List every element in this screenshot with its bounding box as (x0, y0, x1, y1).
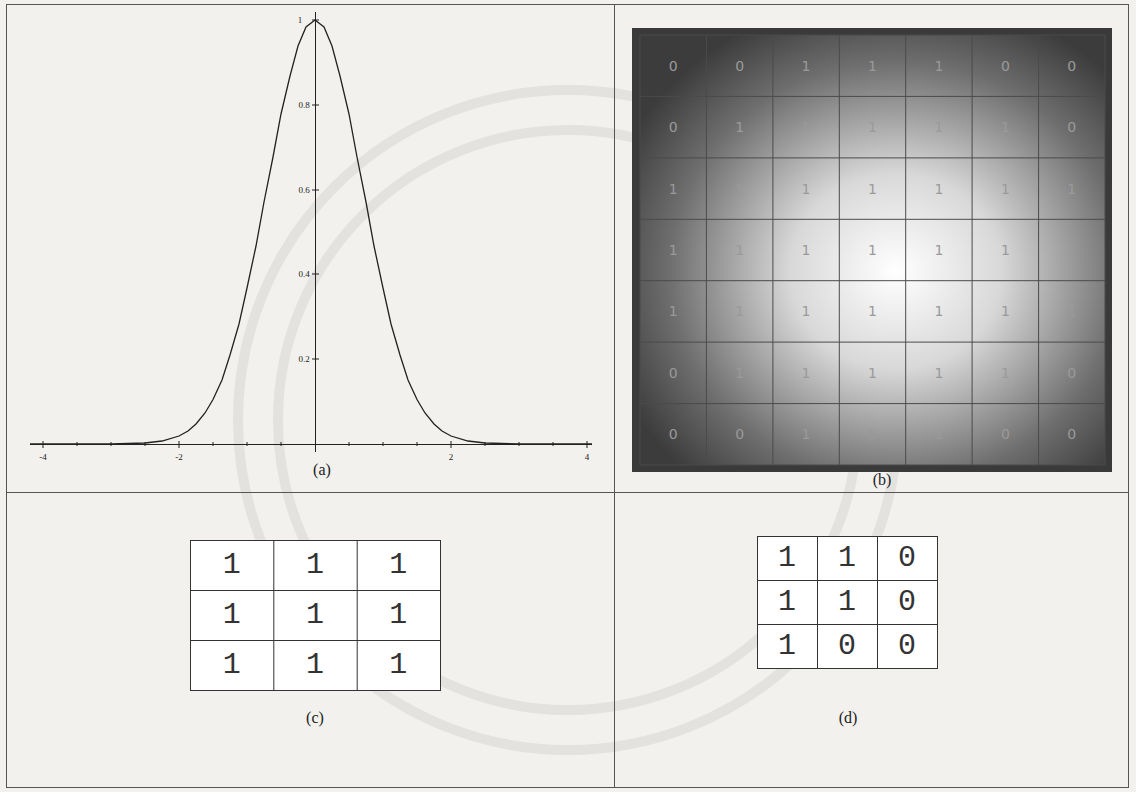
axis-tick-label: -4 (39, 453, 47, 462)
panel-caption: (c) (306, 710, 324, 726)
kernel-cell-value: 0 (838, 631, 856, 661)
grid-cell-value: 1 (802, 427, 811, 441)
kernel-cell-value: 1 (389, 600, 407, 630)
grid-cell-value: 1 (735, 366, 744, 380)
grid-cell-value: 1 (868, 427, 877, 441)
grid-cell-value: 1 (868, 59, 877, 73)
panel-caption: (a) (313, 462, 331, 478)
kernel-cell-value: 0 (898, 587, 916, 617)
grid-cell-value: 1 (669, 182, 678, 196)
kernel-cell-value: 1 (389, 650, 407, 680)
grid-cell-value: 1 (669, 304, 678, 318)
grid-cell-value: 0 (1001, 427, 1010, 441)
grid-cell-value: 0 (669, 427, 678, 441)
axis-tick-label: 0.6 (298, 186, 309, 195)
grid-cell-value: 0 (669, 120, 678, 134)
axis-tick-label: 0.4 (298, 270, 309, 279)
grid-cell-value: 1 (802, 182, 811, 196)
grid-cell-value: 0 (1067, 427, 1076, 441)
grid-cell-value: 1 (1001, 243, 1010, 257)
grid-cell-value: 1 (1001, 366, 1010, 380)
kernel-cell-value: 0 (898, 631, 916, 661)
kernel-cell-value: 1 (838, 543, 856, 573)
grid-cell-value: 0 (669, 366, 678, 380)
grid-cell-value: 1 (1067, 304, 1076, 318)
grid-cell-value: 1 (934, 304, 943, 318)
axis-tick-label: 1 (298, 16, 303, 25)
grid-cell-value: 1 (735, 182, 744, 196)
panel-caption: (b) (873, 472, 892, 488)
kernel-cell-value: 1 (778, 631, 796, 661)
grid-cell-value: 1 (868, 243, 877, 257)
kernel-cell-value: 1 (223, 550, 241, 580)
grid-cell-value: 1 (1001, 120, 1010, 134)
grid-cell-value: 1 (934, 366, 943, 380)
pixel-grid-image (632, 28, 1112, 472)
grid-cell-value: 1 (1001, 304, 1010, 318)
grid-cell-value: 1 (802, 304, 811, 318)
grid-cell-value: 0 (669, 59, 678, 73)
axis-tick-label: 4 (585, 453, 590, 462)
grid-cell-value: 1 (669, 243, 678, 257)
kernel-cell-value: 1 (306, 650, 324, 680)
kernel-cell-value: 1 (306, 550, 324, 580)
grid-cell-value: 1 (868, 366, 877, 380)
axis-tick-label: 2 (449, 453, 454, 462)
grid-cell-value: 0 (1067, 366, 1076, 380)
grid-cell-value: 0 (1001, 59, 1010, 73)
grid-cell-value: 1 (868, 182, 877, 196)
grid-cell-value: 1 (802, 243, 811, 257)
kernel-cell-value: 1 (389, 550, 407, 580)
grid-cell-value: 1 (735, 304, 744, 318)
kernel-cell-value: 1 (223, 600, 241, 630)
grid-cell-value: 1 (1001, 182, 1010, 196)
kernel-cell-value: 1 (223, 650, 241, 680)
grid-cell-value: 0 (735, 59, 744, 73)
grid-cell-value: 0 (1067, 120, 1076, 134)
axis-tick-label: -2 (175, 453, 183, 462)
grid-cell-value: 1 (868, 120, 877, 134)
grid-cell-value: 1 (735, 120, 744, 134)
gaussian-plot (30, 12, 592, 452)
grid-cell-value: 1 (802, 59, 811, 73)
kernel-cell-value: 1 (306, 600, 324, 630)
grid-cell-value: 1 (934, 243, 943, 257)
panel-caption: (d) (839, 710, 858, 726)
axis-tick-label: 0.8 (298, 101, 309, 110)
grid-cell-value: 1 (934, 120, 943, 134)
grid-cell-value: 0 (735, 427, 744, 441)
grid-cell-value: 1 (802, 366, 811, 380)
grid-cell-value: 1 (868, 304, 877, 318)
kernel-cell-value: 1 (778, 543, 796, 573)
grid-cell-value: 0 (1067, 59, 1076, 73)
kernel-grid-d (757, 536, 938, 669)
kernel-grid-c (190, 540, 441, 691)
kernel-cell-value: 1 (838, 587, 856, 617)
grid-cell-value: 1 (1067, 243, 1076, 257)
grid-cell-value: 1 (735, 243, 744, 257)
kernel-cell-value: 0 (898, 543, 916, 573)
grid-cell-value: 1 (934, 427, 943, 441)
grid-cell-value: 1 (934, 182, 943, 196)
grid-cell-value: 1 (1067, 182, 1076, 196)
grid-cell-value: 1 (934, 59, 943, 73)
panel-frame (6, 4, 1129, 788)
kernel-cell-value: 1 (778, 587, 796, 617)
axis-tick-label: 0.2 (298, 355, 309, 364)
grid-cell-value: 1 (802, 120, 811, 134)
